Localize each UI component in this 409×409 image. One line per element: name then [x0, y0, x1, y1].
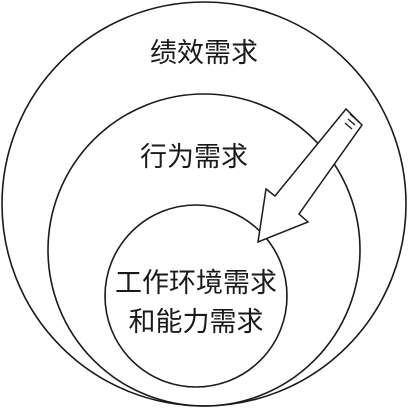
pencil-band-line-1 [349, 113, 360, 123]
middle-label: 行为需求 [140, 142, 248, 173]
middle-circle-behavior [47, 93, 361, 407]
pencil-band-line-3 [344, 122, 353, 130]
inner-label-line-2: 和能力需求 [129, 307, 264, 338]
outer-label: 绩效需求 [150, 38, 258, 69]
inner-circle-environment-ability [104, 204, 288, 388]
pencil-arrow-body [257, 107, 363, 244]
inner-label-line-1: 工作环境需求 [115, 268, 277, 299]
pencil-band-line-2 [347, 118, 356, 126]
pencil-arrow-icon [257, 107, 363, 244]
